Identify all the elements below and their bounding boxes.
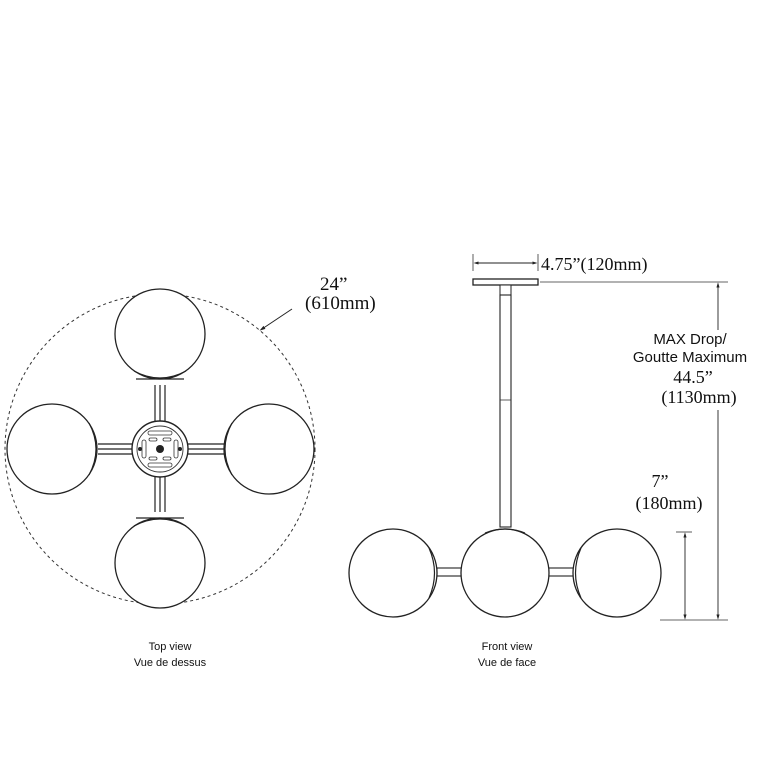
front-globe-center: [460, 528, 550, 618]
top-view-caption-fr: Vue de dessus: [134, 657, 207, 669]
max-drop-mm: (1130mm): [661, 387, 736, 408]
canopy-width: 4.75”(120mm): [541, 254, 647, 275]
front-globe-left: [348, 528, 438, 618]
height-mm: (180mm): [636, 493, 703, 514]
canopy-hub: [131, 420, 189, 478]
front-globe-right: [572, 528, 662, 618]
height-in: 7”: [652, 471, 669, 491]
top-diameter-mm: (610mm): [305, 293, 376, 314]
diameter-leader: [259, 308, 293, 331]
top-diameter-in: 24”: [320, 274, 347, 295]
globe-left: [6, 403, 98, 495]
front-view-drawing: 4.75”(120mm) MAX Drop/ Goutte Maximum 44…: [348, 254, 752, 669]
stem: [499, 294, 512, 528]
front-view-caption-fr: Vue de face: [478, 657, 536, 669]
top-view-drawing: 24” (610mm) Top view Vue de dessus: [4, 274, 376, 669]
max-drop-label: MAX Drop/: [653, 331, 727, 348]
globe-bottom: [114, 517, 206, 609]
top-view-caption: Top view: [149, 641, 192, 653]
diameter-outline: [4, 293, 316, 605]
max-drop-in: 44.5”: [673, 367, 713, 387]
globe-top: [114, 288, 206, 380]
max-drop-label-fr: Goutte Maximum: [633, 349, 747, 366]
globe-right: [223, 403, 315, 495]
canopy-plate: [472, 278, 539, 286]
front-view-caption: Front view: [482, 641, 533, 653]
